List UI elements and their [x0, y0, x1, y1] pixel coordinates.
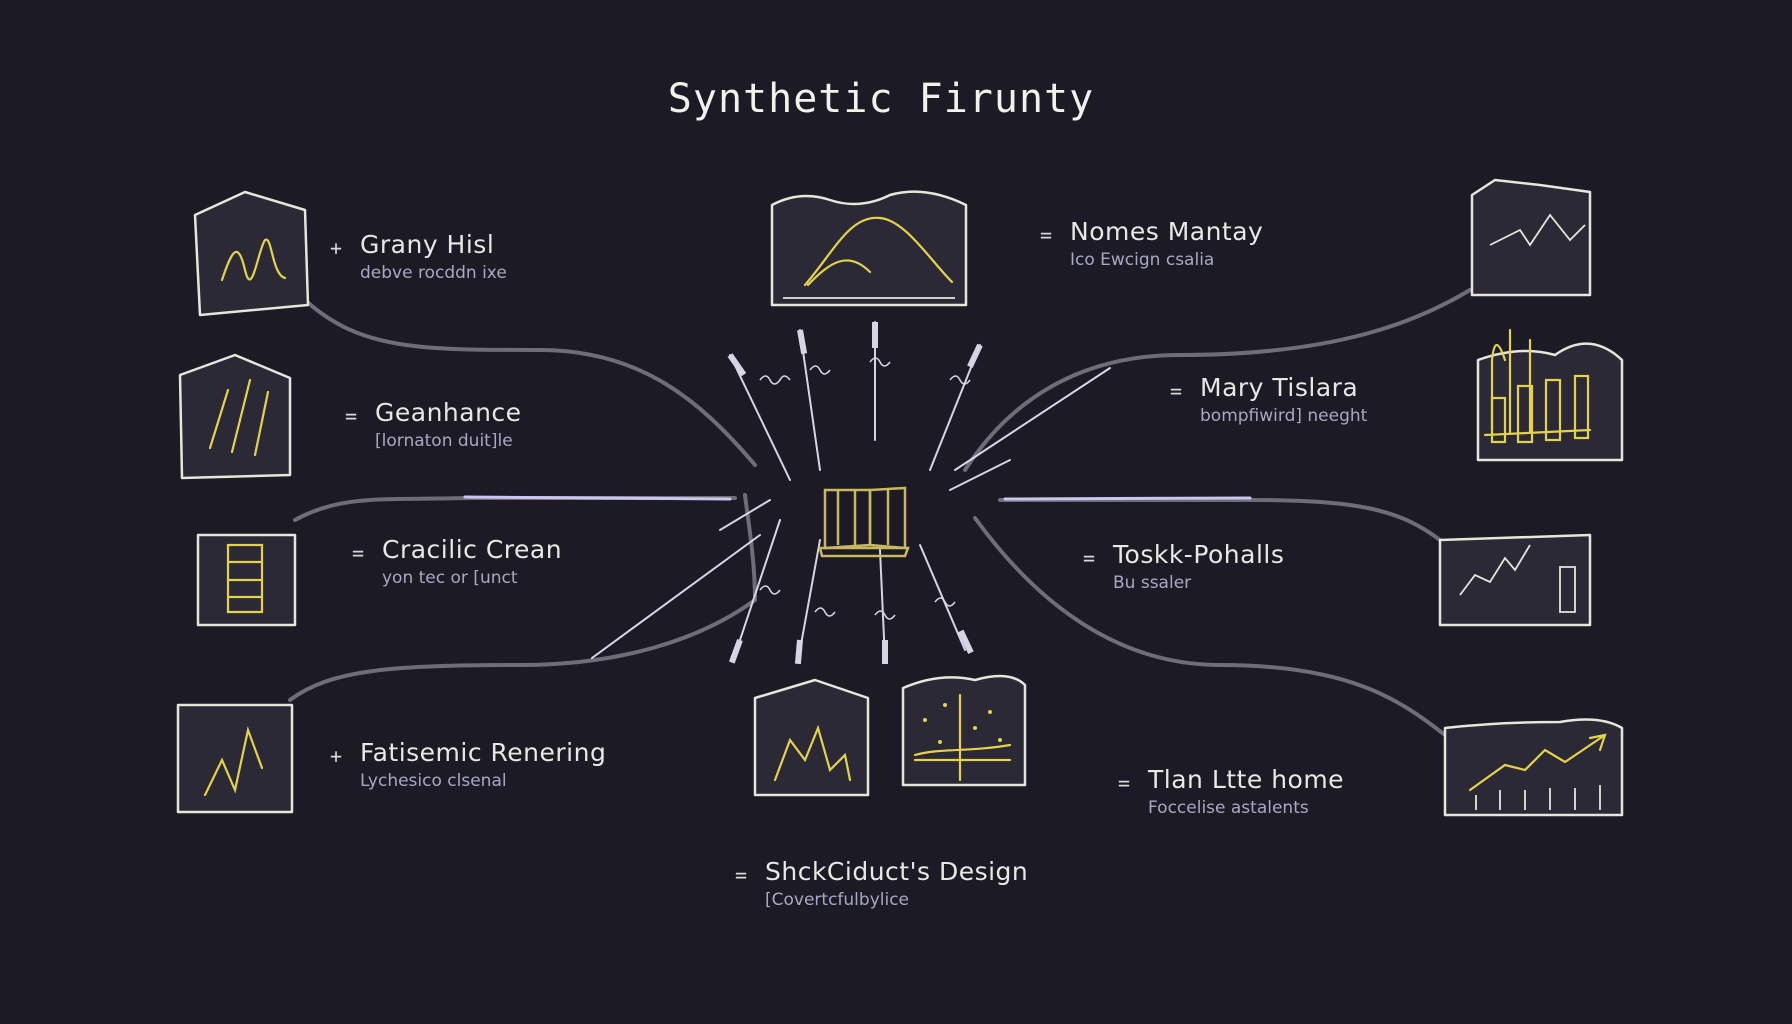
node-bullet: + [330, 744, 343, 768]
area-chart-icon [803, 216, 954, 287]
node-fatisemic-renering: + Fatisemic Renering Lychesico clsenal [330, 738, 607, 791]
frame-n10 [753, 678, 870, 797]
node-mary-tislara: = Mary Tislara bompfiwird] neeght [1170, 373, 1368, 426]
sketch-details [783, 213, 1601, 810]
connector-n3 [288, 493, 758, 702]
connector-n8 [973, 516, 1447, 737]
trend-chart-icon-2 [1468, 733, 1607, 792]
node-bullet: = [1170, 379, 1183, 403]
highlight-right [1003, 496, 1252, 501]
node-bullet: = [1040, 223, 1053, 247]
node-tlan-ltte-home: = Tlan Ltte home Foccelise astalents [1118, 765, 1345, 818]
node-heading: Grany Hisl [360, 230, 495, 259]
node-bullet: + [330, 236, 343, 260]
diagram-title: Synthetic Firunty [667, 76, 1095, 122]
node-geanhance: = Geanhance [lornaton duit]le [345, 398, 522, 451]
node-subtitle: debve rocddn ixe [360, 263, 507, 283]
frame-n2 [178, 353, 292, 480]
hub-ray-tips [727, 322, 983, 665]
node-heading: Toskk-Pohalls [1113, 540, 1285, 569]
node-heading: Fatisemic Renering [360, 738, 607, 767]
frame-n5 [770, 190, 968, 307]
node-subtitle: [lornaton duit]le [375, 431, 513, 451]
bar-group-icon [1490, 374, 1590, 444]
node-subtitle: Ico Ewcign csalia [1070, 250, 1215, 270]
frame-n1 [193, 190, 310, 317]
node-nomes-mantay: = Nomes Mantay Ico Ewcign csalia [1040, 217, 1264, 270]
node-grany-hisl: + Grany Hisl debve rocddn ixe [330, 230, 507, 283]
hub-squiggles [759, 357, 971, 620]
bar-chart-icon [226, 543, 264, 614]
book-icon [818, 486, 910, 558]
connector-n5 [963, 288, 1472, 472]
line-chart-icon-2 [208, 378, 270, 457]
node-heading: Geanhance [375, 398, 522, 427]
node-heading: ShckCiduct's Design [765, 857, 1029, 886]
highlight-right-upper [954, 367, 1111, 471]
highlight-left [463, 495, 732, 501]
frame-n11 [901, 674, 1027, 787]
line-chart-icon [220, 238, 287, 282]
node-design: = ShckCiduct's Design [Covertcfulbylice [735, 857, 1029, 910]
stacked-bar-icon [1483, 328, 1592, 437]
node-bullet: = [345, 404, 358, 428]
node-subtitle: Foccelise astalents [1148, 798, 1309, 818]
node-toskk-pohalls: = Toskk-Pohalls Bu ssaler [1083, 540, 1285, 593]
node-bullet: = [1083, 546, 1096, 570]
node-heading: Cracilic Crean [382, 535, 563, 564]
node-cracilic-crean: = Cracilic Crean yon tec or [unct [352, 535, 563, 588]
connector-n7 [998, 498, 1442, 542]
highlight-left-lower [591, 534, 761, 659]
scatter-plot-icon [913, 693, 1012, 782]
frame-n9 [1443, 718, 1624, 817]
node-bullet: = [735, 863, 748, 887]
node-subtitle: yon tec or [unct [382, 568, 518, 588]
node-heading: Nomes Mantay [1070, 217, 1264, 246]
node-bullet: = [352, 541, 365, 565]
node-subtitle: [Covertcfulbylice [765, 890, 910, 910]
connector-n2 [293, 496, 737, 522]
line-chart-icon-3 [773, 724, 852, 782]
scatter-points [923, 703, 1002, 744]
trend-chart-icon [203, 726, 264, 797]
frame-n4 [176, 703, 294, 814]
node-subtitle: Lychesico clsenal [360, 771, 507, 791]
node-subtitle: bompfiwird] neeght [1200, 406, 1368, 426]
node-heading: Tlan Ltte home [1148, 765, 1345, 794]
connector-n1 [303, 298, 757, 467]
node-bullet: = [1118, 771, 1131, 795]
node-heading: Mary Tislara [1200, 373, 1359, 402]
node-subtitle: Bu ssaler [1113, 573, 1192, 593]
frame-n6 [1470, 178, 1592, 297]
frame-n8 [1438, 533, 1592, 627]
